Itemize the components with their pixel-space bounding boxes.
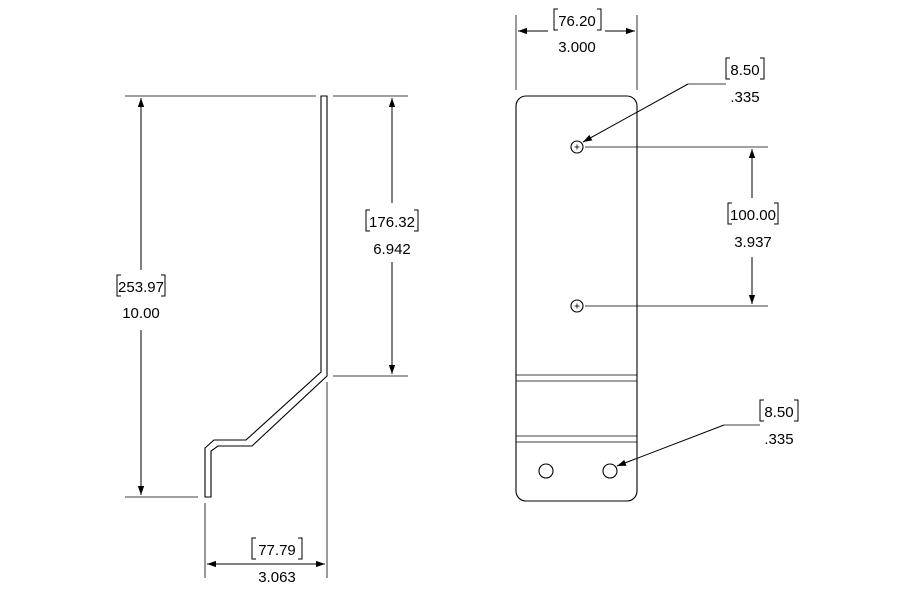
bracket-right — [298, 537, 303, 560]
leader-line — [616, 424, 725, 467]
offset-width-imperial: 3.063 — [258, 569, 296, 586]
offset-width-metric: 77.79 — [258, 542, 296, 559]
bracket-right — [760, 57, 765, 80]
mounting-hole-top — [570, 140, 584, 154]
bracket-right — [794, 399, 799, 422]
bottom-hole-callout: 8.50 .335 — [616, 399, 799, 467]
overall-height-imperial: 10.00 — [122, 305, 160, 322]
mounting-hole-bottom-left — [538, 463, 554, 479]
bracket-left — [553, 8, 558, 31]
front-view — [515, 95, 638, 502]
bracket-left — [759, 399, 764, 422]
upper-height-metric: 176.32 — [369, 214, 415, 231]
bracket-right — [161, 274, 166, 297]
bracket-left — [725, 57, 730, 80]
bracket-left — [727, 202, 732, 225]
bracket-left — [365, 209, 370, 232]
mounting-hole-bottom-right — [602, 463, 618, 479]
plate-width-metric: 76.20 — [558, 13, 596, 30]
hole-spacing-imperial: 3.937 — [734, 234, 772, 251]
plate-width-imperial: 3.000 — [558, 39, 596, 56]
bracket-right — [774, 202, 779, 225]
plate-width-dimension: 76.20 3.000 — [515, 8, 638, 90]
overall-height-dimension: 253.97 10.00 — [116, 95, 316, 498]
bracket-right — [597, 8, 602, 31]
bracket-profile — [204, 95, 328, 498]
top-hole-imperial: .335 — [730, 89, 759, 106]
bottom-hole-metric: 8.50 — [764, 404, 793, 421]
upper-height-imperial: 6.942 — [373, 241, 411, 258]
upper-height-dimension: 176.32 6.942 — [333, 95, 419, 377]
bottom-hole-imperial: .335 — [764, 431, 793, 448]
hole-spacing-metric: 100.00 — [730, 207, 776, 224]
bracket-left — [251, 537, 256, 560]
bracket-left — [116, 274, 121, 297]
side-view — [204, 95, 328, 498]
offset-width-dimension: 77.79 3.063 — [204, 382, 328, 586]
overall-height-metric: 253.97 — [118, 279, 164, 296]
top-hole-callout: 8.50 .335 — [582, 57, 765, 143]
mounting-hole-middle — [570, 299, 584, 313]
bracket-plate — [515, 95, 638, 502]
leader-line — [582, 83, 689, 143]
bracket-right — [414, 209, 419, 232]
hole-spacing-dimension: 100.00 3.937 — [585, 146, 779, 307]
top-hole-metric: 8.50 — [730, 62, 759, 79]
